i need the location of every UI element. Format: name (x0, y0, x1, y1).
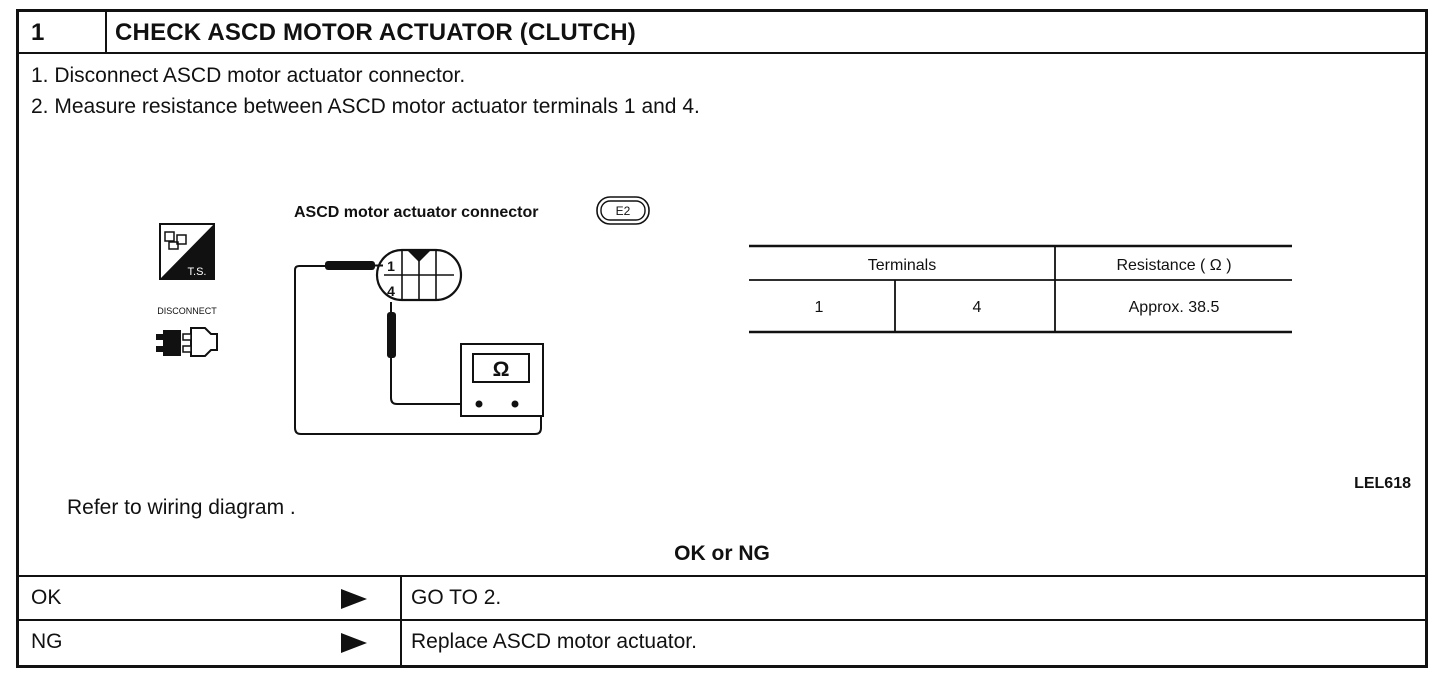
ts-icon: T.S. (159, 223, 215, 280)
step-header: 1 CHECK ASCD MOTOR ACTUATOR (CLUTCH) (19, 12, 1425, 54)
ohm-symbol: Ω (493, 358, 510, 381)
terminal-1-label: 1 (387, 258, 395, 274)
divider-result-vertical (400, 575, 402, 665)
connector-label: ASCD motor actuator connector (294, 204, 538, 221)
disconnect-icon-label: DISCONNECT (157, 306, 217, 316)
result-action-ng: Replace ASCD motor actuator. (411, 630, 697, 653)
connector-diagram: 1 4 (375, 248, 463, 302)
result-label-ng: NG (31, 630, 63, 653)
table-header-terminals: Terminals (868, 257, 936, 274)
ohmmeter: Ω (460, 343, 544, 417)
disconnect-icon: DISCONNECT (156, 306, 218, 357)
arrow-right-icon (341, 589, 367, 609)
connector-code-badge: E2 (596, 196, 650, 225)
table-header-resistance: Resistance ( Ω ) (1116, 257, 1231, 274)
table-cell-terminal-b: 4 (973, 299, 982, 316)
ok-or-ng-heading: OK or NG (674, 542, 770, 565)
refer-to-wiring-diagram: Refer to wiring diagram . (67, 496, 296, 519)
divider-result-middle (19, 619, 1425, 621)
probe-terminal-4 (387, 302, 479, 405)
header-divider (105, 12, 107, 52)
result-action-ok: GO TO 2. (411, 586, 502, 609)
diagnostic-procedure-box: 1 CHECK ASCD MOTOR ACTUATOR (CLUTCH) 1. … (16, 9, 1428, 668)
svg-text:E2: E2 (616, 204, 631, 218)
divider-result-top (19, 575, 1425, 577)
instruction-step-2: 2. Measure resistance between ASCD motor… (31, 95, 700, 118)
instruction-step-1: 1. Disconnect ASCD motor actuator connec… (31, 64, 466, 87)
terminal-4-label: 4 (387, 283, 395, 299)
figure-id: LEL618 (1354, 475, 1411, 492)
measurement-illustration: T.S. DISCONNECT ASCD motor actuator conn… (156, 196, 1411, 492)
ts-icon-label: T.S. (188, 266, 207, 278)
table-cell-terminal-a: 1 (815, 299, 824, 316)
arrow-right-icon (341, 633, 367, 653)
resistance-spec-table: Terminals Resistance ( Ω ) 1 4 Approx. 3… (749, 244, 1292, 334)
step-number: 1 (31, 19, 45, 46)
result-label-ok: OK (31, 586, 62, 609)
table-cell-resistance: Approx. 38.5 (1129, 299, 1220, 316)
step-title: CHECK ASCD MOTOR ACTUATOR (CLUTCH) (115, 19, 636, 46)
